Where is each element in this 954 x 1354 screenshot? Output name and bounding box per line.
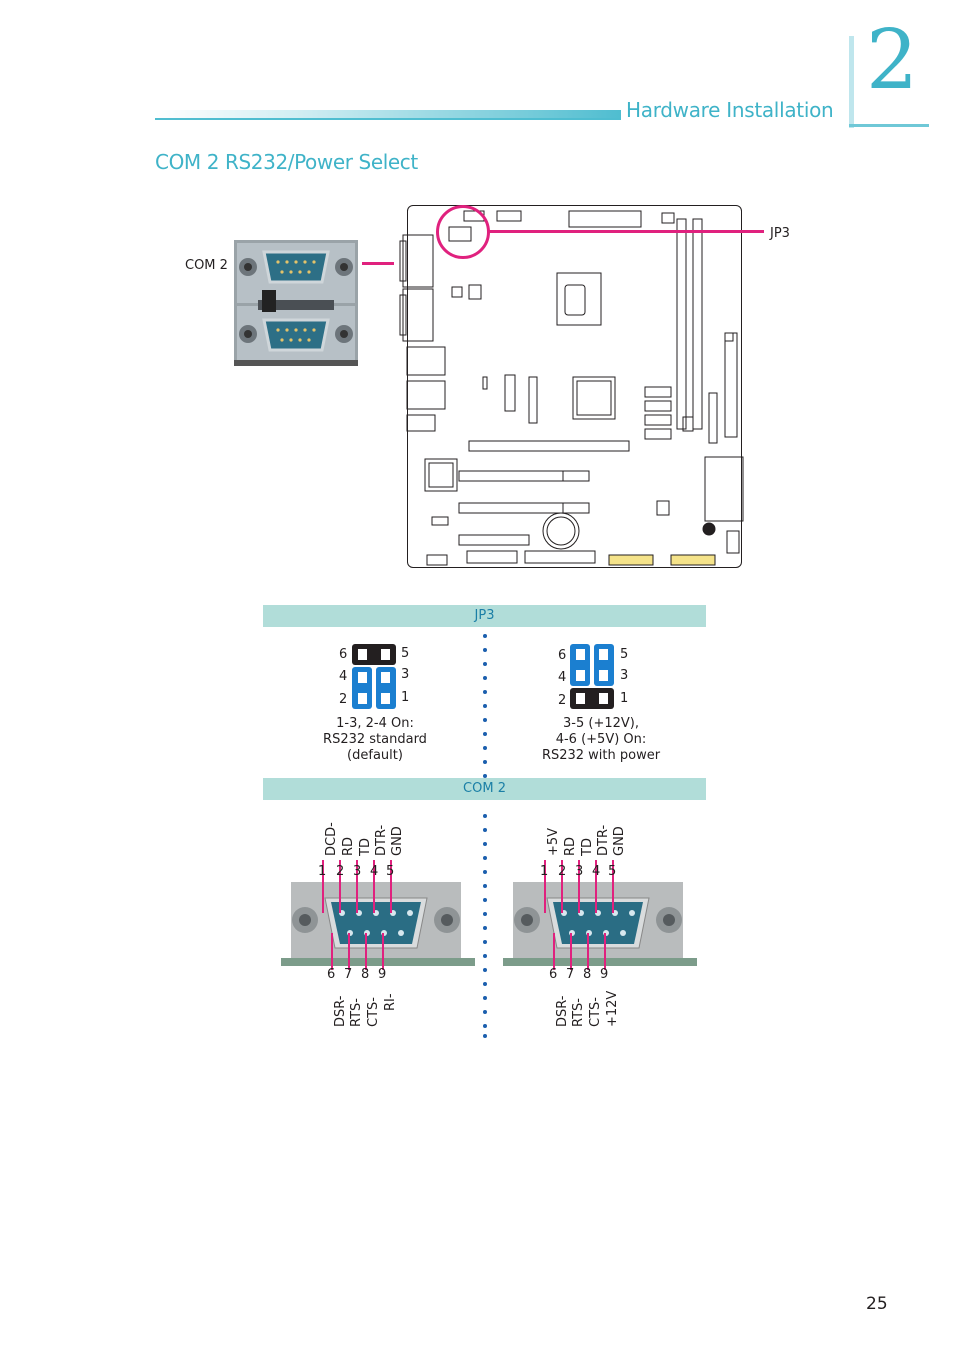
- signal-label: RTS-: [349, 998, 364, 1027]
- pin-label: 5: [608, 864, 617, 879]
- signal-label: +12V: [605, 990, 620, 1027]
- jp3-highlight-circle: [436, 205, 490, 259]
- pin-label: 4: [339, 669, 348, 684]
- header-gradient-bar: [155, 110, 621, 120]
- pin-label: 6: [327, 967, 336, 982]
- pin-label: 2: [558, 864, 567, 879]
- signal-label: CTS-: [588, 997, 603, 1027]
- signal-label: +5V: [546, 827, 561, 856]
- chapter-title: Hardware Installation: [626, 98, 834, 122]
- signal-label: GND: [612, 826, 627, 856]
- jp3-power-caption: 3-5 (+12V), 4-6 (+5V) On: RS232 with pow…: [541, 716, 661, 763]
- signal-label: RD: [563, 836, 578, 856]
- pin-label: 3: [575, 864, 584, 879]
- pin-label: 2: [336, 864, 345, 879]
- signal-label: CTS-: [366, 997, 381, 1027]
- pin-label: 8: [361, 967, 370, 982]
- signal-label: DTR-: [374, 824, 389, 856]
- jp3-callout-line: [487, 230, 764, 233]
- pin-label: 6: [339, 647, 348, 662]
- signal-label: DTR-: [596, 824, 611, 856]
- pin-label: 5: [620, 647, 629, 662]
- chapter-box-edge: [849, 36, 854, 128]
- pin-label: 5: [401, 646, 410, 661]
- pin-label: 6: [558, 648, 567, 663]
- pin-label: 3: [401, 667, 410, 682]
- com2-callout-label: COM 2: [185, 258, 228, 273]
- pin-label: 1: [401, 690, 410, 705]
- com2-connector-photo: [234, 240, 358, 366]
- com2-table-header: COM 2: [263, 778, 706, 800]
- pin-label: 1: [540, 864, 549, 879]
- pin-label: 8: [583, 967, 592, 982]
- pin-label: 7: [344, 967, 353, 982]
- pin-label: 2: [339, 692, 348, 707]
- pin-label: 4: [558, 670, 567, 685]
- chapter-box-underline: [849, 124, 929, 127]
- motherboard-layout: [399, 210, 744, 566]
- signal-label: DSR-: [333, 995, 348, 1027]
- signal-label: DCD-: [324, 822, 339, 856]
- signal-label: TD: [580, 838, 595, 856]
- pin-label: 9: [378, 967, 387, 982]
- pin-label: 3: [620, 668, 629, 683]
- signal-label: TD: [358, 838, 373, 856]
- page-number: 25: [866, 1294, 888, 1314]
- pin-label: 2: [558, 693, 567, 708]
- com2-callout-line: [362, 262, 394, 265]
- pin-label: 6: [549, 967, 558, 982]
- jp3-default-caption: 1-3, 2-4 On: RS232 standard (default): [323, 716, 427, 763]
- jp3-jumper-power: [570, 644, 614, 709]
- pin-label: 7: [566, 967, 575, 982]
- chapter-number: 2: [866, 13, 919, 108]
- section-title: COM 2 RS232/Power Select: [155, 150, 418, 174]
- signal-label: RD: [341, 836, 356, 856]
- com2-connector-rs232: [281, 860, 475, 970]
- jp3-table-header: JP3: [263, 605, 706, 627]
- signal-label: DSR-: [555, 995, 570, 1027]
- signal-label: RI-: [383, 993, 398, 1011]
- header-rule: [155, 118, 621, 120]
- pin-label: 1: [318, 864, 327, 879]
- signal-label: GND: [390, 826, 405, 856]
- pin-label: 3: [353, 864, 362, 879]
- pin-label: 4: [592, 864, 601, 879]
- pin-label: 9: [600, 967, 609, 982]
- table-divider-dots: [483, 634, 487, 1038]
- pin-label: 1: [620, 691, 629, 706]
- jp3-callout-label: JP3: [770, 226, 790, 241]
- signal-label: RTS-: [571, 998, 586, 1027]
- jp3-jumper-default: [352, 644, 396, 709]
- pin-label: 5: [386, 864, 395, 879]
- pin-label: 4: [370, 864, 379, 879]
- com2-connector-power: [503, 860, 697, 970]
